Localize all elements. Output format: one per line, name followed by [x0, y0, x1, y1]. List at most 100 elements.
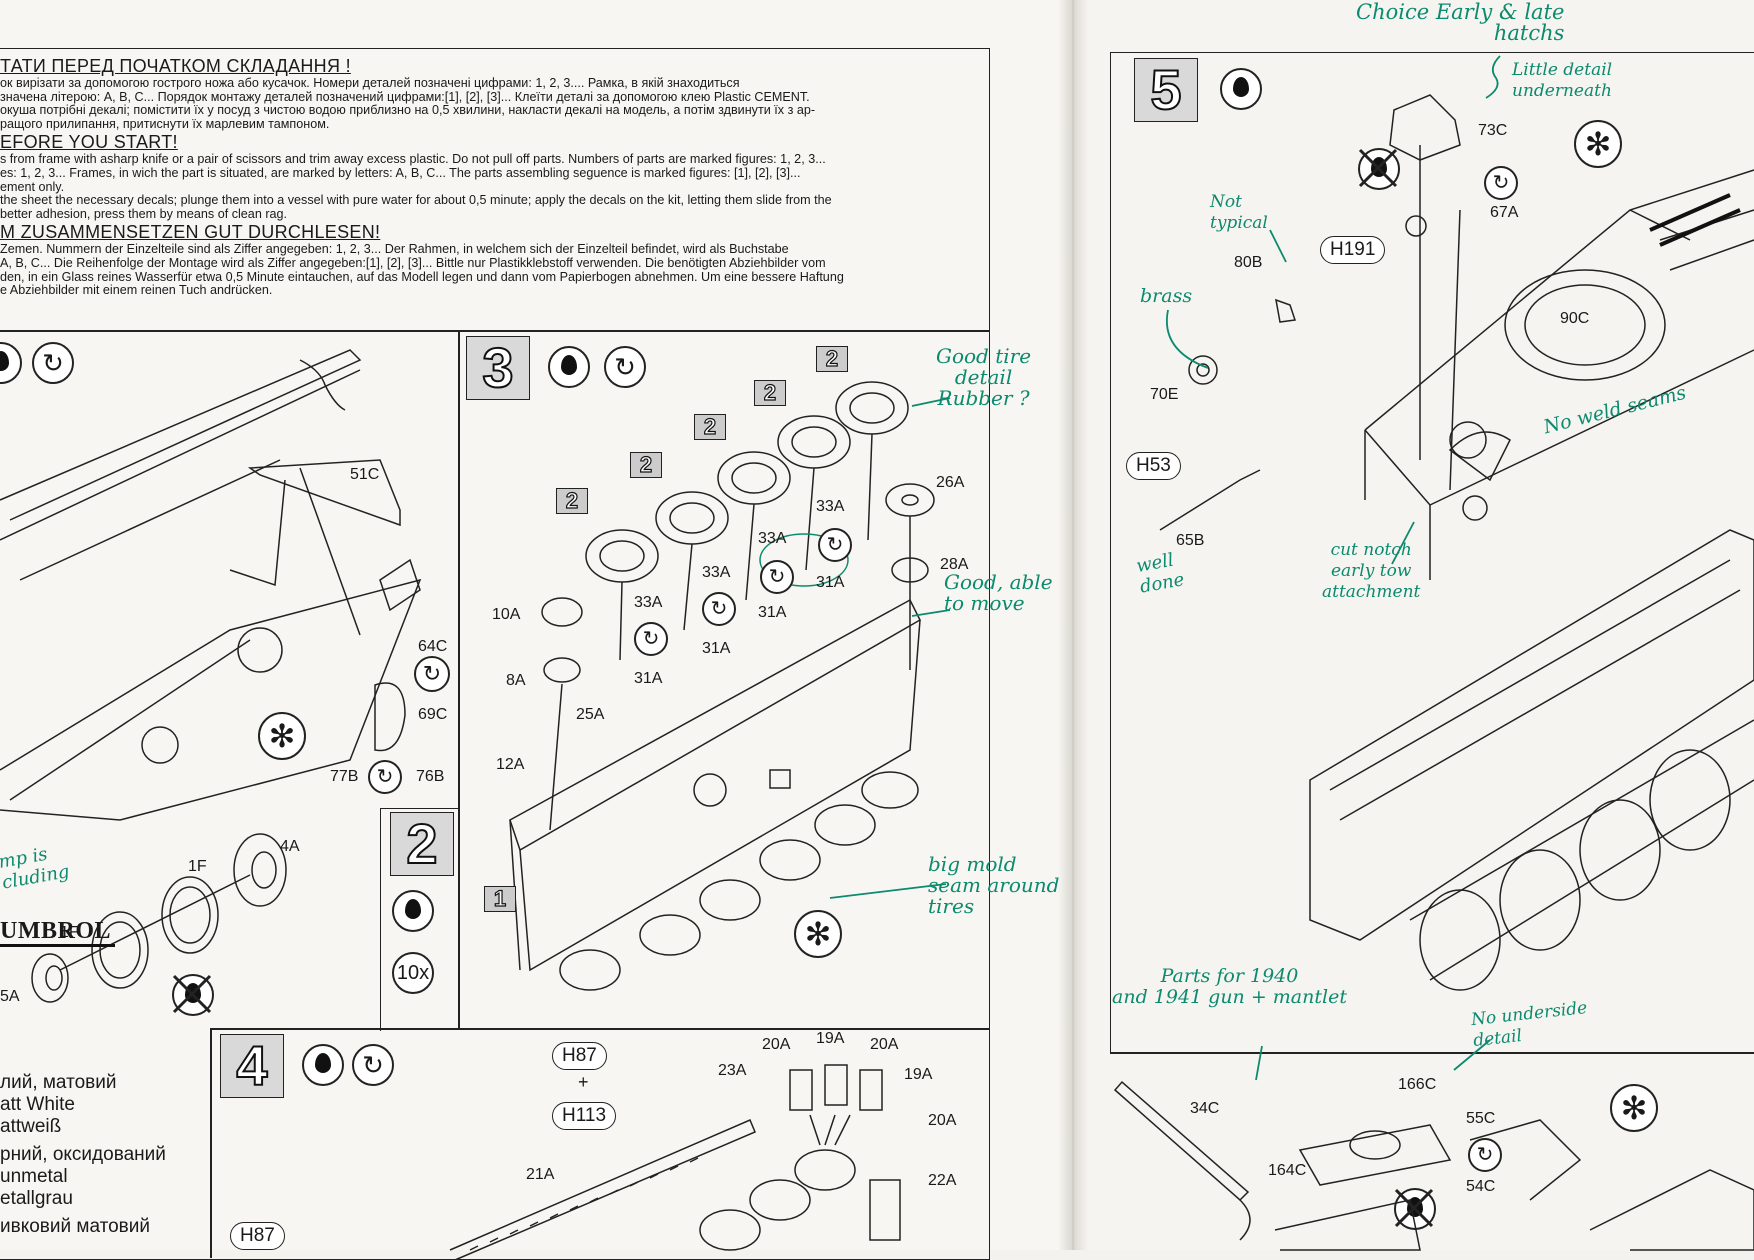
- part-31A-1: 31A: [634, 670, 663, 687]
- cement-icon-77b: ↻: [368, 760, 402, 794]
- step-1-number: 1: [484, 886, 516, 912]
- paint-H53: H53: [1126, 452, 1181, 480]
- cement-icon-step3: ↻: [604, 346, 646, 388]
- part-33A-1: 33A: [634, 594, 663, 611]
- paint-H191: H191: [1320, 236, 1386, 264]
- paint-line-3: attweiß: [0, 1116, 62, 1137]
- part-33A-2: 33A: [702, 564, 731, 581]
- wheel-assembly-drawing: [31, 833, 287, 1003]
- qty-badge-1: 2: [556, 488, 588, 514]
- part-21A: 21A: [526, 1166, 555, 1183]
- de-instructions: Zemen. Nummern der Einzelteile sind als …: [0, 242, 844, 298]
- part-31A-4: 31A: [816, 574, 845, 591]
- paint-H87-bottom: H87: [230, 1222, 285, 1250]
- part-67A: 67A: [1490, 204, 1519, 221]
- part-28A: 28A: [940, 556, 969, 573]
- paint-plus: +: [578, 1072, 589, 1092]
- paint-line-5: unmetal: [0, 1166, 68, 1187]
- divider-bottom: [210, 1028, 990, 1030]
- page-gutter: [1058, 0, 1088, 1250]
- part-8A: 8A: [506, 672, 526, 689]
- cement-icon-67a: ↻: [1484, 166, 1518, 200]
- step5-frame: [1110, 52, 1754, 1054]
- cement-icon-55c: ↻: [1468, 1138, 1502, 1172]
- divider-step4-left: [210, 1028, 212, 1258]
- part-19A-1: 19A: [816, 1030, 845, 1047]
- part-69C: 69C: [418, 706, 448, 723]
- note-brass: brass: [1140, 285, 1193, 307]
- en-instructions: s from frame with asharp knife or a pair…: [0, 152, 832, 221]
- part-31A-2: 31A: [702, 640, 731, 657]
- cement-icon: ↻: [32, 342, 74, 384]
- decal-icon-step3: ✻: [794, 910, 842, 958]
- divider-step5-bottom: [1110, 1052, 1754, 1054]
- part-10A: 10A: [492, 606, 521, 623]
- de-heading: M ZUSAMMENSETZEN GUT DURCHLESEN!: [0, 222, 381, 243]
- part-5A: 5A: [0, 988, 20, 1005]
- cement-icon-33a-1: ↻: [634, 622, 668, 656]
- note-parts-1940: Parts for 1940 and 1941 gun + mantlet: [1112, 965, 1347, 1008]
- paint-line-6: etallgrau: [0, 1188, 73, 1209]
- no-glue-cross-step5: [1358, 148, 1398, 188]
- part-19A-2: 19A: [904, 1066, 933, 1083]
- qty-badge-5: 2: [816, 346, 848, 372]
- decal-icon: ✻: [258, 712, 306, 760]
- part-33A-4: 33A: [816, 498, 845, 515]
- part-26A: 26A: [936, 474, 965, 491]
- left-instruction-page: [0, 0, 1070, 1250]
- part-20A-2: 20A: [870, 1036, 899, 1053]
- divider-top: [0, 330, 990, 332]
- quantity-10x: 10x: [392, 952, 434, 994]
- road-wheels-drawing: [509, 381, 935, 991]
- no-glue-cross: [172, 974, 212, 1014]
- decal-icon-step5: ✻: [1574, 120, 1622, 168]
- cement-icon-33a-4: ↻: [818, 528, 852, 562]
- ua-heading: ТАТИ ПЕРЕД ПОЧАТКОМ СКЛАДАННЯ !: [0, 56, 351, 76]
- decal-icon-step6: ✻: [1610, 1084, 1658, 1132]
- glue-icon-step4: [302, 1044, 344, 1086]
- part-54C: 54C: [1466, 1178, 1496, 1195]
- track-assembly-drawing: [449, 1064, 901, 1260]
- note-cut-notch: cut notch early tow attachment: [1322, 540, 1421, 602]
- intro-text-block: ТАТИ ПЕРЕД ПОЧАТКОМ СКЛАДАННЯ ! ок виріз…: [0, 55, 990, 298]
- part-34C: 34C: [1190, 1100, 1220, 1117]
- step-5-number: 5: [1134, 58, 1198, 122]
- paint-line-4: рний, оксидований: [0, 1144, 166, 1165]
- qty-badge-2: 2: [630, 452, 662, 478]
- part-73C: 73C: [1478, 122, 1508, 139]
- paint-line-7: ивковий матовий: [0, 1216, 150, 1237]
- part-55C: 55C: [1466, 1110, 1496, 1127]
- cement-icon-33a-2: ↻: [702, 592, 736, 626]
- part-20A-1: 20A: [762, 1036, 791, 1053]
- part-31A-3: 31A: [758, 604, 787, 621]
- part-76B: 76B: [416, 768, 445, 785]
- cement-icon-33a-3: ↻: [760, 560, 794, 594]
- step-4-number: 4: [220, 1034, 284, 1098]
- part-22A: 22A: [928, 1172, 957, 1189]
- ua-instructions: ок вирізати за допомогою гострого ножа а…: [0, 76, 816, 131]
- paint-line-1: лий, матовий: [0, 1072, 117, 1093]
- part-90C: 90C: [1560, 310, 1590, 327]
- note-not-typical: Not typical: [1210, 192, 1268, 233]
- note-good-tire: Good tire detail Rubber ?: [936, 344, 1032, 410]
- note-big-mold-seam: big mold seam around tires: [928, 852, 1060, 918]
- part-1F-lower: 1F: [60, 924, 79, 941]
- hull-bottom-drawing: [0, 349, 422, 821]
- en-heading: EFORE YOU START!: [0, 132, 178, 153]
- upper-hull-drawing: [1159, 94, 1754, 991]
- paint-line-2: att White: [0, 1094, 75, 1115]
- step2-frame: [380, 808, 459, 1031]
- part-33A-3: 33A: [758, 530, 787, 547]
- part-80B: 80B: [1234, 254, 1263, 271]
- qty-badge-4: 2: [754, 380, 786, 406]
- note-choice-hatches: Choice Early & late hatchs: [1356, 0, 1565, 45]
- part-164C: 164C: [1268, 1162, 1307, 1179]
- part-20A-3: 20A: [928, 1112, 957, 1129]
- qty-badge-3: 2: [694, 414, 726, 440]
- part-77B: 77B: [330, 768, 359, 785]
- part-51C: 51C: [350, 466, 380, 483]
- part-64C: 64C: [418, 638, 448, 655]
- part-70E: 70E: [1150, 386, 1179, 403]
- part-23A: 23A: [718, 1062, 747, 1079]
